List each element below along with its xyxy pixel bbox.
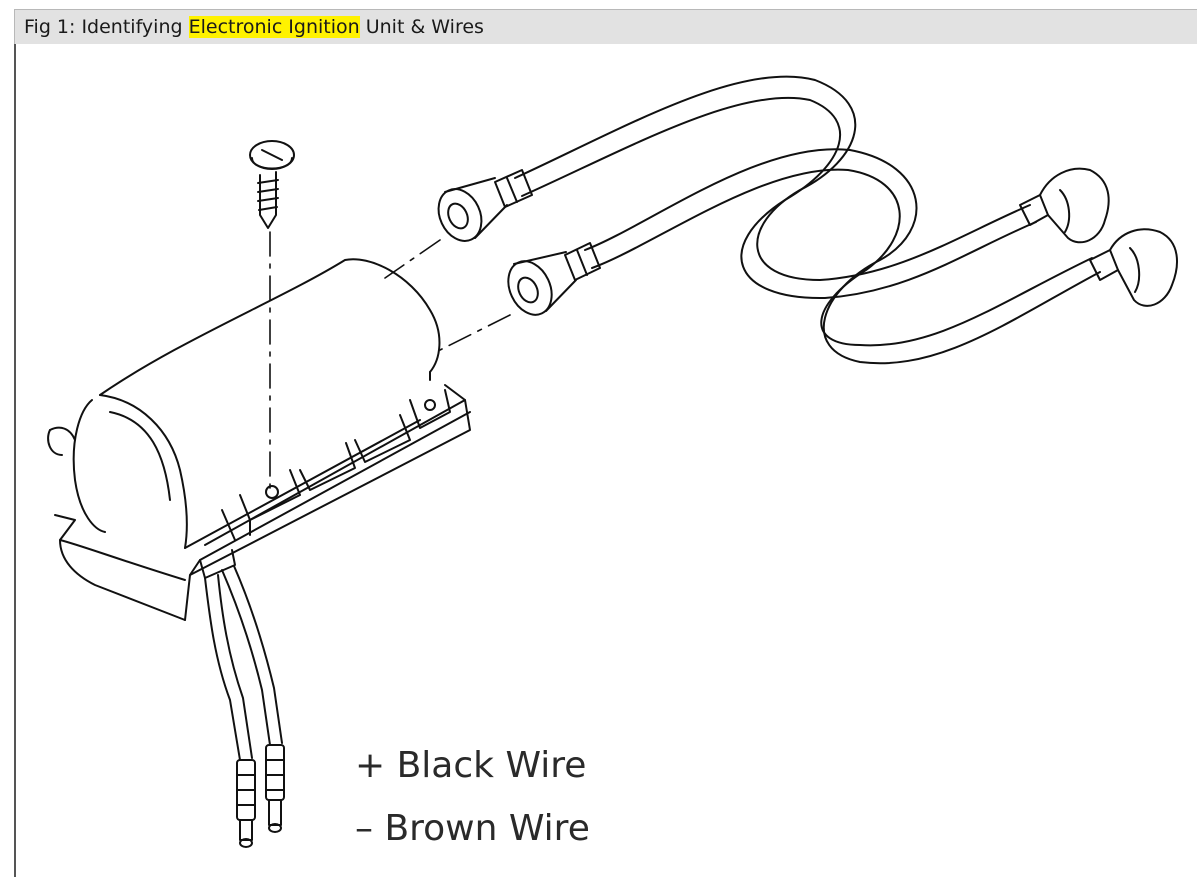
lower-cable [584,148,1101,365]
caption-highlight: Electronic Ignition [188,16,360,38]
brown-wire-label: – Brown Wire [355,808,590,849]
upper-cable [514,75,1037,300]
black-wire-label: + Black Wire [355,745,586,786]
mounting-screw [249,140,295,229]
caption-prefix: Fig 1: Identifying [24,16,189,38]
black-wire-connector [236,759,256,848]
lower-cable-ferrule [564,242,601,281]
ignition-unit-diagram: + Black Wire – Brown Wire [47,75,1178,849]
alignment-lines [384,239,511,351]
front-mounting-hole [265,485,279,499]
lower-plug-boot [1089,228,1178,307]
upper-cable-cap [437,177,508,242]
rear-mounting-hole [424,399,436,411]
brown-wire-lead [221,565,283,746]
brown-wire-connector [265,744,285,833]
figure-caption: Fig 1: Identifying Electronic Ignition U… [14,9,1197,44]
upper-cable-ferrule [494,169,533,208]
ignition-coil-body [47,258,471,621]
lower-cable-cap [507,251,577,316]
frame-left-border [14,44,16,877]
flange-ribs [221,389,451,541]
black-wire-lead [204,574,253,761]
upper-plug-boot [1019,167,1110,244]
caption-suffix: Unit & Wires [359,16,484,38]
